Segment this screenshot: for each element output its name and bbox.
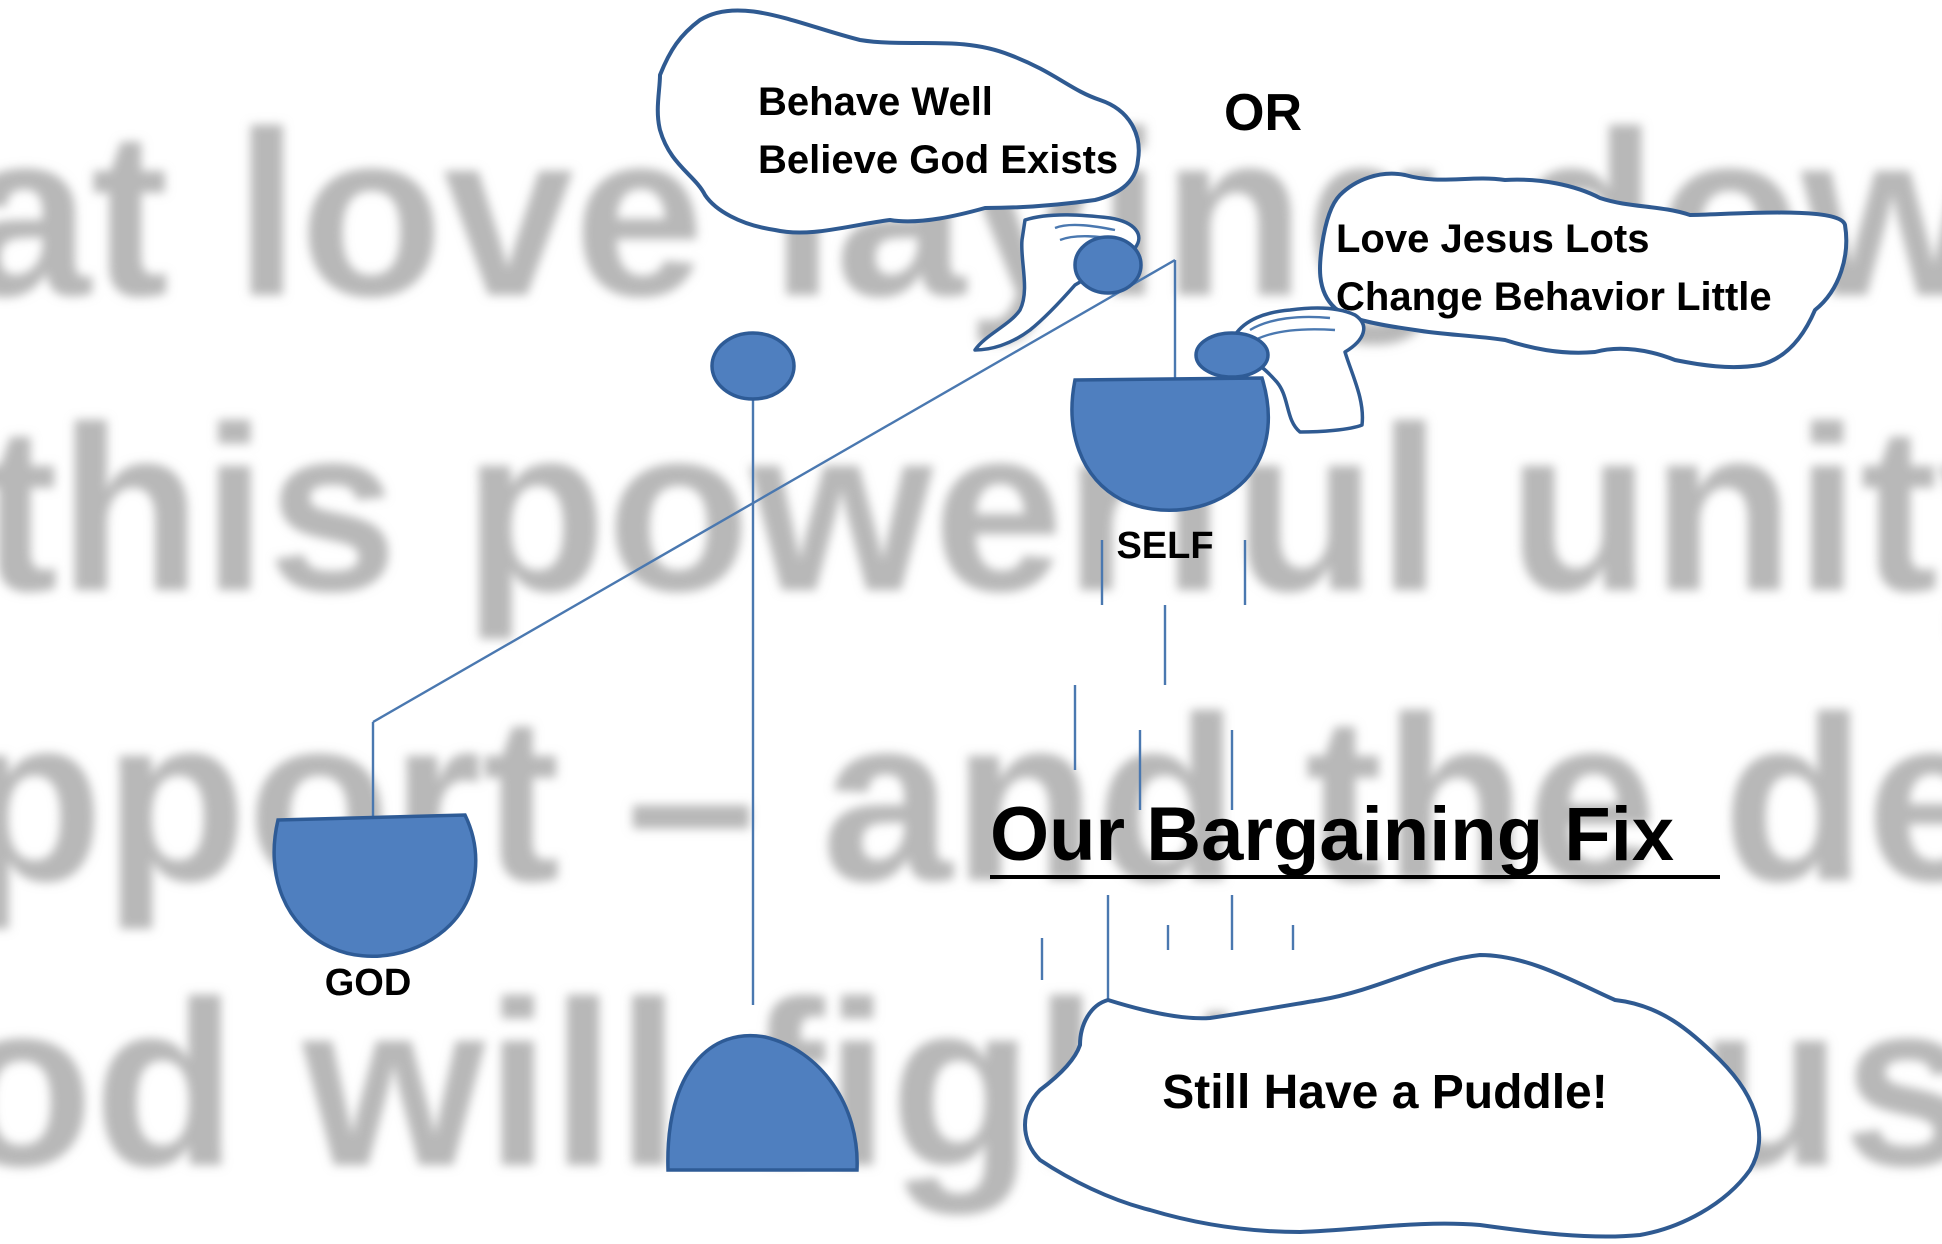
scale-base xyxy=(666,1033,859,1172)
hand-icon xyxy=(1233,306,1366,434)
god-pan xyxy=(272,813,478,959)
god-label: GOD xyxy=(325,962,412,1004)
finger-lines xyxy=(1249,315,1336,342)
bubble-line: Love Jesus Lots xyxy=(1336,217,1649,261)
scale-beam xyxy=(372,258,1176,724)
puddle-text: Still Have a Puddle! xyxy=(1162,1066,1607,1119)
offering-ball xyxy=(1073,235,1143,295)
offering-ball xyxy=(1194,331,1270,379)
or-label: OR xyxy=(1224,84,1302,142)
self-pan xyxy=(1070,376,1271,512)
scale-lines xyxy=(371,258,1177,1005)
background-line: this powerful unity xyxy=(0,377,1942,640)
scale-top-knob xyxy=(710,331,796,401)
self-label: SELF xyxy=(1116,525,1213,567)
behave-well-bubble: Behave Well Believe God Exists xyxy=(655,8,1143,352)
bubble-line: Believe God Exists xyxy=(758,138,1118,182)
puddle-bubble: Still Have a Puddle! xyxy=(1023,953,1762,1239)
drip-lines xyxy=(1040,540,1295,1000)
bubble-line: Behave Well xyxy=(758,80,993,124)
love-jesus-bubble: Love Jesus Lots Change Behavior Little xyxy=(1194,171,1849,434)
bubble-line: Change Behavior Little xyxy=(1336,275,1772,319)
page-title: Our Bargaining Fix xyxy=(990,792,1674,877)
